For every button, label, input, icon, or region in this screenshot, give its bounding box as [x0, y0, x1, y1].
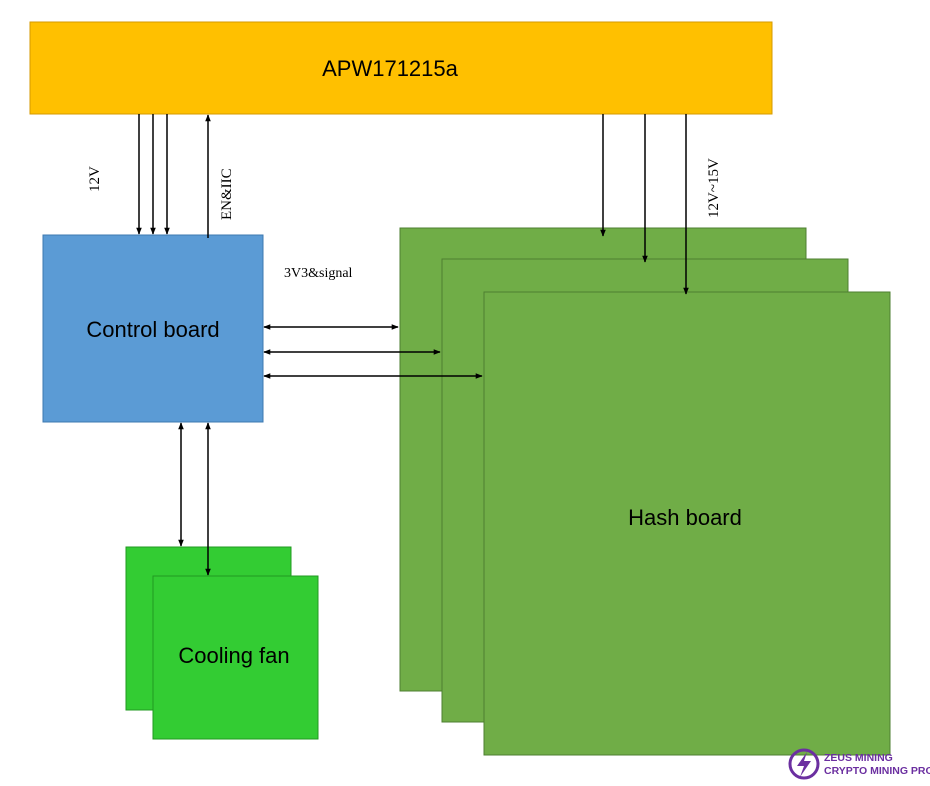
hash-board-front	[483, 291, 891, 756]
zeus-mining-logo: ZEUS MINING CRYPTO MINING PRO	[788, 748, 930, 780]
psu-label: APW171215a	[322, 56, 459, 81]
psu-block	[29, 21, 773, 115]
cooling-fan-front	[152, 575, 319, 740]
watermark-line1: ZEUS MINING	[824, 752, 893, 764]
label-en-iic: EN&IIC	[219, 168, 235, 220]
control-board-block	[42, 234, 264, 423]
hash-board-label: Hash board	[628, 505, 742, 530]
cooling-fan-label: Cooling fan	[178, 643, 289, 668]
lightning-bolt-icon	[788, 748, 820, 780]
watermark-line2: CRYPTO MINING PRO	[824, 765, 930, 777]
label-12v: 12V	[87, 166, 103, 192]
control-board-label: Control board	[86, 317, 219, 342]
label-12v-15v: 12V~15V	[706, 158, 722, 218]
label-3v3-signal: 3V3&signal	[284, 266, 353, 281]
